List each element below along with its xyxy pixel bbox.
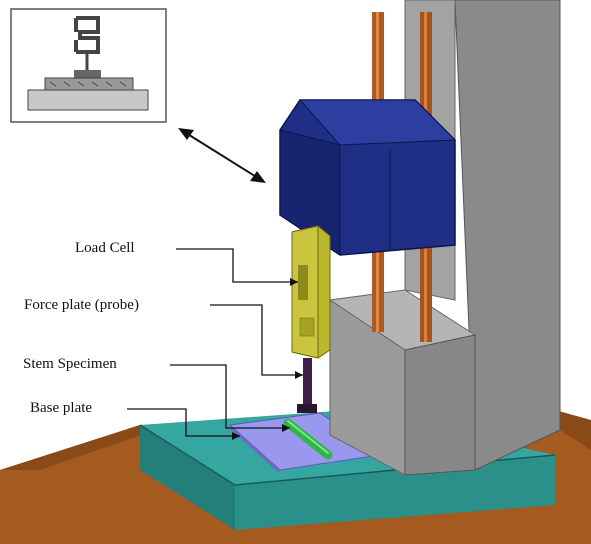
double-arrow xyxy=(178,128,266,183)
probe-tip xyxy=(297,404,317,413)
label-force-plate: Force plate (probe) xyxy=(24,297,139,313)
probe-shaft xyxy=(303,358,312,408)
crosshead xyxy=(279,99,457,256)
arrow-head-right xyxy=(250,171,266,183)
column-front xyxy=(454,0,561,471)
inset-specimen xyxy=(44,77,134,91)
label-stem-specimen: Stem Specimen xyxy=(23,356,117,372)
table-edge xyxy=(0,425,170,470)
leader-load-cell xyxy=(176,248,298,283)
inset-load-cell-icon xyxy=(74,16,100,54)
label-base-plate: Base plate xyxy=(30,400,92,416)
base-front-face xyxy=(235,455,555,530)
force-plate-probe xyxy=(297,358,317,413)
arrow-head-left xyxy=(178,128,194,140)
column-step-front xyxy=(404,334,476,476)
specimen-highlight xyxy=(287,420,329,454)
label-load-cell: Load Cell xyxy=(75,240,135,256)
inset-schematic xyxy=(10,8,167,123)
leader-stem-specimen xyxy=(170,364,290,429)
stem-specimen-part xyxy=(283,418,333,460)
load-cell-part xyxy=(291,225,331,359)
inset-base xyxy=(27,89,149,111)
crosshead-top xyxy=(298,99,457,146)
inset-probe xyxy=(74,70,101,78)
leader-force-plate xyxy=(210,304,303,376)
leader-base-plate xyxy=(127,408,240,437)
base-left-face xyxy=(140,425,235,530)
base-plate-edge xyxy=(230,425,280,474)
arrow-line xyxy=(185,132,259,179)
table-side xyxy=(555,410,591,450)
leader-lines xyxy=(127,248,303,440)
specimen-rod xyxy=(283,418,333,460)
crosshead-left xyxy=(279,129,341,256)
